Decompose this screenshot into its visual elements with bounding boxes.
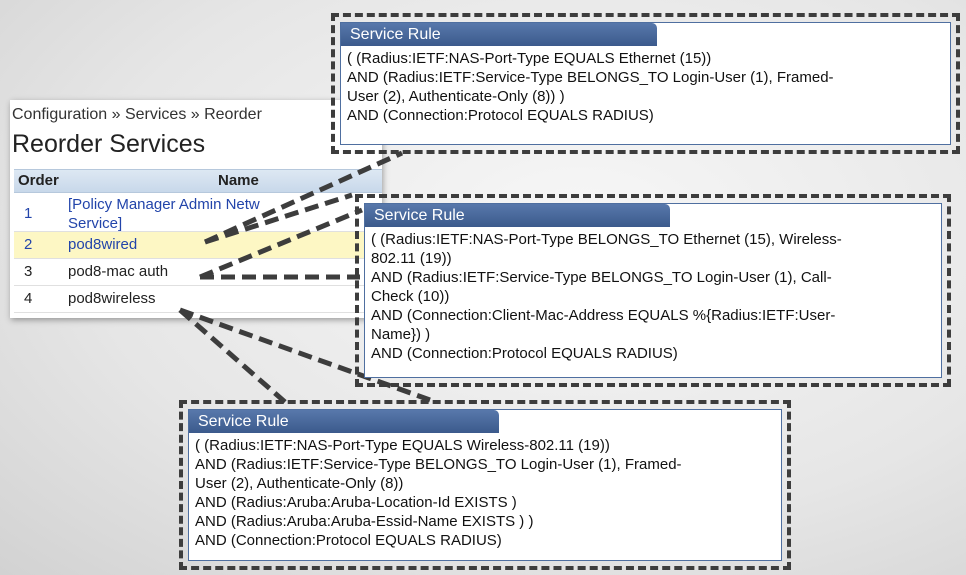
- rule-line: AND (Radius:Aruba:Aruba-Essid-Name EXIST…: [195, 513, 534, 530]
- rule-line: AND (Connection:Protocol EQUALS RADIUS): [371, 345, 678, 362]
- service-rule-callout-mac-auth: Service Rule ( (Radius:IETF:NAS-Port-Typ…: [355, 194, 951, 387]
- page-title: Reorder Services: [12, 130, 206, 158]
- service-rule-box: Service Rule ( (Radius:IETF:NAS-Port-Typ…: [340, 22, 951, 145]
- rule-line: ( (Radius:IETF:NAS-Port-Type EQUALS Ethe…: [347, 50, 712, 67]
- rule-line: AND (Connection:Client-Mac-Address EQUAL…: [371, 307, 836, 324]
- rule-line: ( (Radius:IETF:NAS-Port-Type BELONGS_TO …: [371, 231, 842, 248]
- service-rule-text: ( (Radius:IETF:NAS-Port-Type BELONGS_TO …: [371, 230, 937, 363]
- rule-line: ( (Radius:IETF:NAS-Port-Type EQUALS Wire…: [195, 437, 610, 454]
- rule-line: Check (10)): [371, 288, 450, 305]
- table-row[interactable]: 1 [Policy Manager Admin Netw Service]: [14, 193, 382, 232]
- breadcrumb[interactable]: Configuration » Services » Reorder: [12, 106, 262, 123]
- column-header-order[interactable]: Order: [18, 172, 59, 189]
- service-name[interactable]: pod8-mac auth: [68, 263, 169, 280]
- rule-line: User (2), Authenticate-Only (8)) ): [347, 88, 565, 105]
- connector-line-wireless: [178, 308, 287, 404]
- service-name-line: [Policy Manager Admin Netw: [68, 196, 260, 213]
- rule-line: AND (Radius:IETF:Service-Type BELONGS_TO…: [347, 69, 834, 86]
- service-name-line: Service]: [68, 215, 123, 232]
- connector-line-wired: [203, 150, 404, 245]
- column-header-name[interactable]: Name: [218, 172, 259, 189]
- services-table: Order Name 1 [Policy Manager Admin Netw …: [14, 169, 382, 313]
- service-rule-callout-wired: Service Rule ( (Radius:IETF:NAS-Port-Typ…: [331, 13, 960, 154]
- service-rule-text: ( (Radius:IETF:NAS-Port-Type EQUALS Ethe…: [347, 49, 946, 125]
- rule-line: AND (Connection:Protocol EQUALS RADIUS): [347, 107, 654, 124]
- connector-line-wired: [204, 192, 353, 245]
- service-name[interactable]: pod8wireless: [68, 290, 156, 307]
- reorder-services-panel: Configuration » Services » Reorder Reord…: [10, 100, 382, 318]
- row-order: 1: [24, 205, 33, 222]
- rule-line: 802.11 (19)): [371, 250, 452, 267]
- row-order: 2: [24, 236, 33, 253]
- service-name-link[interactable]: pod8wired: [68, 236, 138, 253]
- rule-line: AND (Radius:IETF:Service-Type BELONGS_TO…: [371, 269, 832, 286]
- service-rule-box: Service Rule ( (Radius:IETF:NAS-Port-Typ…: [364, 203, 942, 378]
- service-rule-callout-wireless: Service Rule ( (Radius:IETF:NAS-Port-Typ…: [179, 400, 791, 570]
- rule-line: AND (Connection:Protocol EQUALS RADIUS): [195, 532, 502, 549]
- rule-line: AND (Radius:IETF:Service-Type BELONGS_TO…: [195, 456, 682, 473]
- service-rule-tab: Service Rule: [341, 23, 657, 46]
- connector-line-mac-auth: [199, 207, 363, 280]
- table-row-selected[interactable]: 2 pod8wired: [14, 232, 382, 259]
- table-row[interactable]: 3 pod8-mac auth: [14, 259, 382, 286]
- row-order: 3: [24, 263, 33, 280]
- service-rule-text: ( (Radius:IETF:NAS-Port-Type EQUALS Wire…: [195, 436, 777, 550]
- service-rule-tab: Service Rule: [365, 204, 670, 227]
- rule-line: Name}) ): [371, 326, 431, 343]
- table-header: Order Name: [14, 169, 382, 193]
- service-rule-tab: Service Rule: [189, 410, 499, 433]
- table-row[interactable]: 4 pod8wireless: [14, 286, 382, 313]
- rule-line: AND (Radius:Aruba:Aruba-Location-Id EXIS…: [195, 494, 517, 511]
- rule-line: User (2), Authenticate-Only (8)): [195, 475, 404, 492]
- row-order: 4: [24, 290, 33, 307]
- service-name-link[interactable]: [Policy Manager Admin Netw Service]: [68, 195, 260, 233]
- service-rule-box: Service Rule ( (Radius:IETF:NAS-Port-Typ…: [188, 409, 782, 561]
